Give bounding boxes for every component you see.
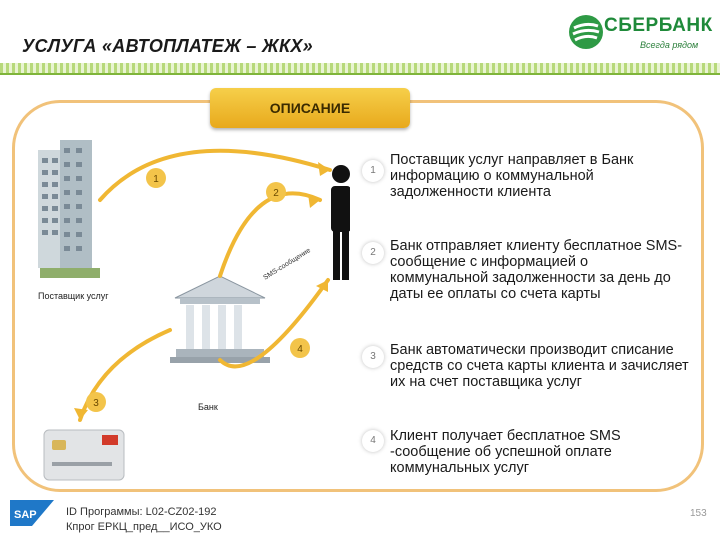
step-number: 1 — [362, 160, 384, 182]
project-name: Кпрог ЕРКЦ_пред__ИСО_УКО — [66, 521, 222, 533]
arrow-1 — [98, 148, 332, 202]
header-divider — [0, 73, 720, 75]
page-title: УСЛУГА «АВТОПЛАТЕЖ – ЖКХ» — [22, 36, 313, 56]
bank-label: Банк — [198, 402, 218, 412]
step-number: 4 — [362, 430, 384, 452]
svg-text:SAP: SAP — [14, 509, 37, 521]
step-text: Банк отправляет клиенту бесплатное SMS-с… — [390, 238, 683, 302]
sap-logo-icon: SAP — [10, 500, 54, 526]
step-text: Клиент получает бесплатное SMS -сообщени… — [390, 428, 621, 476]
sberbank-logo — [566, 12, 716, 62]
svg-text:3: 3 — [93, 398, 99, 409]
arrow-3 — [78, 328, 172, 422]
process-diagram: SMS-сообщение 1 2 4 3 — [38, 140, 350, 481]
client-person-icon — [331, 165, 350, 280]
svg-text:1: 1 — [153, 174, 159, 185]
arrow-4 — [218, 278, 330, 369]
arrow-number-1: 1 — [146, 168, 166, 188]
program-id: ID Программы: L02-CZ02-192 — [66, 506, 217, 518]
logo-tagline: Всегда рядом — [640, 40, 699, 50]
arrow-number-3: 3 — [86, 392, 106, 412]
footer-info: ID Программы: L02-CZ02-192 Кпрог ЕРКЦ_пр… — [66, 505, 222, 535]
bank-building-icon — [170, 275, 270, 363]
building-icon — [38, 140, 100, 278]
sberbank-logo-icon — [569, 15, 603, 49]
svg-text:2: 2 — [273, 188, 279, 199]
step-number: 2 — [362, 242, 384, 264]
page-number: 153 — [690, 508, 707, 519]
header-stripe — [0, 63, 720, 73]
arrow-number-2: 2 — [266, 182, 286, 202]
step-text: Банк автоматически производит списание с… — [390, 342, 689, 390]
arrow-number-4: 4 — [290, 338, 310, 358]
bank-card-icon — [43, 429, 125, 481]
step-text: Поставщик услуг направляет в Банк информ… — [390, 152, 634, 200]
supplier-label: Поставщик услуг — [38, 291, 109, 301]
arrow-2 — [218, 191, 322, 278]
step-number: 3 — [362, 346, 384, 368]
sms-label: SMS-сообщение — [262, 246, 312, 282]
svg-text:4: 4 — [297, 344, 303, 355]
description-label: ОПИСАНИЕ — [210, 88, 410, 128]
logo-name: СБЕРБАНК — [604, 15, 713, 36]
